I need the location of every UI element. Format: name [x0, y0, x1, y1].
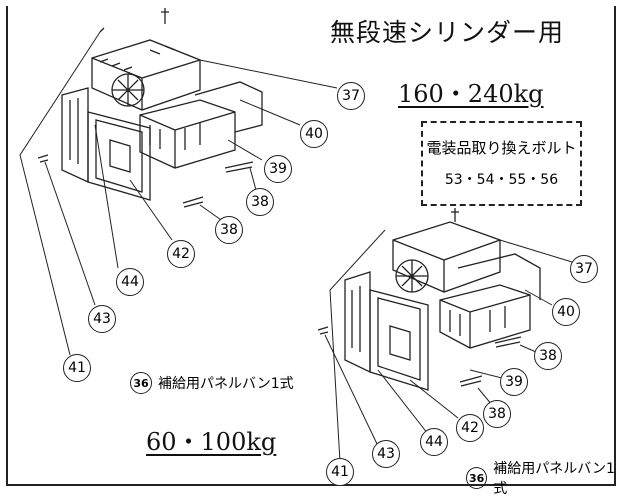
kit-label-text: 補給用パネルバン1式: [158, 376, 294, 392]
callout-41-upper: 41: [63, 354, 91, 382]
callout-40-upper: 40: [300, 120, 328, 148]
kit-label-text: 補給用パネルバン1式: [493, 461, 615, 497]
callout-43-lower: 43: [372, 440, 400, 468]
callout-39-lower: 39: [500, 368, 528, 396]
callout-44-lower: 44: [420, 428, 448, 456]
diagram-frame: [6, 6, 616, 486]
bolt-note-box: 電装品取り換えボルト 53・54・55・56: [421, 121, 582, 206]
kit-label-lower: 36 補給用パネルバン1式: [466, 458, 624, 498]
callout-42-upper: 42: [167, 240, 195, 268]
diagram-title: 無段速シリンダー用: [330, 18, 565, 47]
callout-38a-lower: 38: [534, 342, 562, 370]
bolt-note-numbers: 53・54・55・56: [444, 172, 559, 188]
callout-44-upper: 44: [116, 268, 144, 296]
bolt-note-title: 電装品取り換えボルト: [426, 139, 577, 157]
kit-number-badge: 36: [466, 467, 488, 489]
callout-43-upper: 43: [88, 305, 116, 333]
callout-42-lower: 42: [456, 414, 484, 442]
weight-label-upper: 160・240kg: [398, 80, 544, 108]
callout-41-lower: 41: [326, 458, 354, 486]
callout-39-upper: 39: [264, 155, 292, 183]
callout-38b-lower: 38: [483, 400, 511, 428]
callout-37-lower: 37: [570, 255, 598, 283]
callout-37-upper: 37: [337, 82, 365, 110]
kit-number-badge: 36: [130, 372, 152, 394]
callout-38b-upper: 38: [215, 216, 243, 244]
kit-label-upper: 36 補給用パネルバン1式: [130, 372, 294, 394]
callout-40-lower: 40: [552, 298, 580, 326]
weight-label-lower: 60・100kg: [146, 428, 277, 456]
callout-38a-upper: 38: [246, 188, 274, 216]
